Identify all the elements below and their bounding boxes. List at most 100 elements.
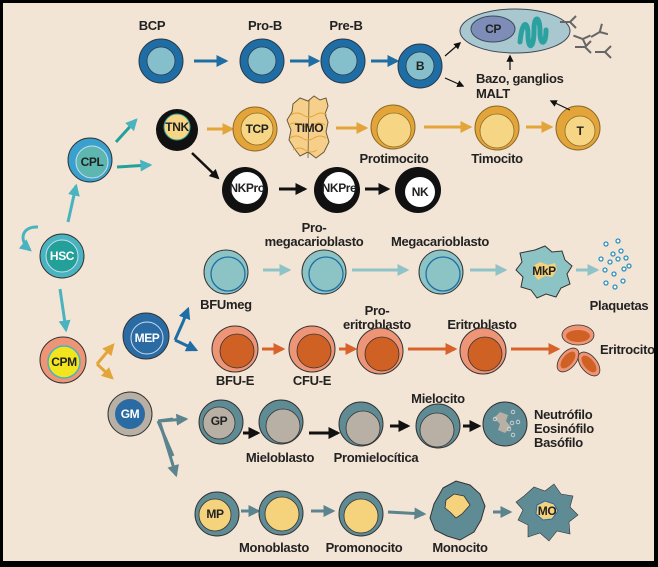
cell-tnk-label: TNK: [165, 120, 189, 134]
progenitors: CPL HSC CPM MEP GM: [18, 118, 199, 478]
cell-mp-label: MP: [206, 507, 224, 521]
cell-tcp-label: TCP: [246, 122, 269, 136]
label-basofilo: Basófilo: [534, 435, 583, 450]
arrow-b-malt: [444, 77, 465, 87]
label-pro-eritroblasto-1: Pro-: [365, 303, 390, 318]
label-bazo: Bazo, ganglios: [476, 71, 564, 86]
arrow-hsc-cpm: [58, 288, 71, 333]
cell-nkpre: NKPre: [314, 167, 360, 213]
plasma-cell: CP: [459, 8, 571, 54]
cell-mielocito: [415, 403, 461, 449]
arrow-b-cp: [444, 42, 462, 57]
label-bcp: BCP: [139, 18, 166, 33]
reticulum-icon: [517, 16, 549, 49]
cell-bfu-e: [211, 325, 259, 373]
cell-pre-b: [320, 38, 366, 84]
cell-pro-megacarioblasto: [301, 249, 347, 295]
cell-nk-label: NK: [412, 185, 429, 199]
cell-macrophage: MO: [515, 483, 579, 542]
arrow-hsc-self-renewal: [18, 225, 39, 252]
cell-cpm-label: CPM: [51, 355, 77, 369]
label-pro-megacarioblasto-2: megacarioblasto: [265, 234, 364, 249]
cell-monocito: [429, 480, 486, 541]
cell-cpl-label: CPL: [81, 155, 104, 169]
arrow-cpl-nk: [116, 159, 153, 172]
cell-gp: GP: [198, 399, 244, 445]
cell-t-label: T: [577, 124, 585, 138]
cell-cpl: CPL: [67, 137, 113, 183]
label-pro-b: Pro-B: [248, 18, 282, 33]
cell-mkp: MkP: [515, 245, 573, 299]
label-mieloblasto: Mieloblasto: [246, 450, 315, 465]
cell-pro-eritroblasto: [356, 327, 404, 375]
cell-nkpro-label: NKPro: [229, 181, 264, 195]
monocyte-lineage: MP Monoblasto Promonocito Monocito MO: [194, 480, 579, 555]
cell-mieloblasto: [258, 399, 304, 445]
label-monocito: Monocito: [432, 540, 488, 555]
cell-pro-b: [239, 38, 285, 84]
antibodies-icon: [560, 15, 612, 59]
arrow-promonocito-monocito: [387, 507, 427, 520]
arrow-hsc-cpl: [66, 183, 80, 223]
label-protimocito: Protimocito: [360, 151, 429, 166]
cell-tnk: TNK: [156, 109, 198, 151]
cell-hsc: HSC: [39, 233, 85, 279]
label-pro-megacarioblasto-1: Pro-: [302, 220, 327, 235]
label-promielocitica: Promielocítica: [334, 450, 420, 465]
label-monoblasto: Monoblasto: [239, 540, 309, 555]
erythroid-lineage: Pro- eritroblasto Eritroblasto BFU-E CFU…: [211, 303, 654, 388]
cell-mkp-label: MkP: [532, 264, 556, 278]
cell-megacarioblasto: [418, 249, 464, 295]
label-bfumeg: BFUmeg: [200, 297, 252, 312]
label-malt: MALT: [476, 86, 510, 101]
label-eosinofilo: Eosinófilo: [534, 421, 594, 436]
label-timocito: Timocito: [471, 151, 523, 166]
b-lineage: BCP Pro-B Pre-B B CP: [138, 8, 612, 101]
label-cfu-e: CFU-E: [293, 373, 332, 388]
cell-hsc-label: HSC: [50, 249, 75, 263]
label-neutrofilo: Neutrófilo: [534, 407, 593, 422]
cell-nkpre-label: NKPre: [322, 181, 357, 195]
granulocyte-lineage: GP Mieloblasto Promielocítica Mielocito: [198, 391, 594, 465]
erythrocytes-icon: [556, 324, 601, 377]
arrow-mep-bfue: [174, 338, 199, 352]
label-promonocito: Promonocito: [326, 540, 403, 555]
arrow-gm-gp: [159, 413, 189, 426]
cell-b-label: B: [416, 59, 425, 73]
label-plaquetas: Plaquetas: [590, 298, 649, 313]
cell-promonocito: [338, 491, 384, 537]
arrow-cpl-tnk: [114, 118, 138, 144]
thymus-organ: TIMO: [286, 95, 330, 159]
cell-gm: GM: [107, 391, 153, 437]
label-pre-b: Pre-B: [329, 18, 362, 33]
cell-bfumeg: [203, 249, 249, 295]
cell-gm-label: GM: [121, 407, 140, 421]
cell-tcp: TCP: [232, 106, 278, 152]
megakaryocyte-lineage: Pro- megacarioblasto Megacarioblasto BFU…: [200, 220, 649, 313]
cell-monoblasto: [258, 490, 304, 536]
cell-cfu-e: [288, 325, 336, 373]
cell-nk: NK: [395, 167, 441, 213]
cell-mep: MEP: [122, 312, 170, 360]
cell-eritroblasto: [459, 327, 507, 375]
cell-protimocito: [370, 104, 416, 150]
arrow-t-malt: [549, 100, 571, 111]
cell-mp: MP: [194, 491, 240, 537]
label-bfu-e: BFU-E: [216, 373, 255, 388]
cell-b: B: [397, 43, 443, 89]
cell-cp-label: CP: [485, 22, 501, 36]
cell-granulocyte: [482, 401, 528, 447]
label-eritrocitos: Eritrocitos: [600, 342, 654, 357]
label-megacarioblasto: Megacarioblasto: [391, 234, 489, 249]
cell-bcp: [138, 38, 184, 84]
arrow-gm-mp: [158, 422, 179, 478]
cell-t: T: [555, 105, 601, 151]
t-nk-lineage: TNK TCP TIMO Protimocito Timocito: [156, 95, 601, 213]
arrow-cpm-mep: [95, 343, 115, 365]
arrow-tnk-nkpro: [191, 152, 220, 180]
cell-nkpro: NKPro: [222, 167, 268, 213]
cell-gp-label: GP: [211, 414, 228, 428]
arrow-cpm-gm: [95, 362, 114, 380]
cell-mo-label: MO: [538, 504, 557, 518]
platelets-icon: [598, 238, 632, 290]
